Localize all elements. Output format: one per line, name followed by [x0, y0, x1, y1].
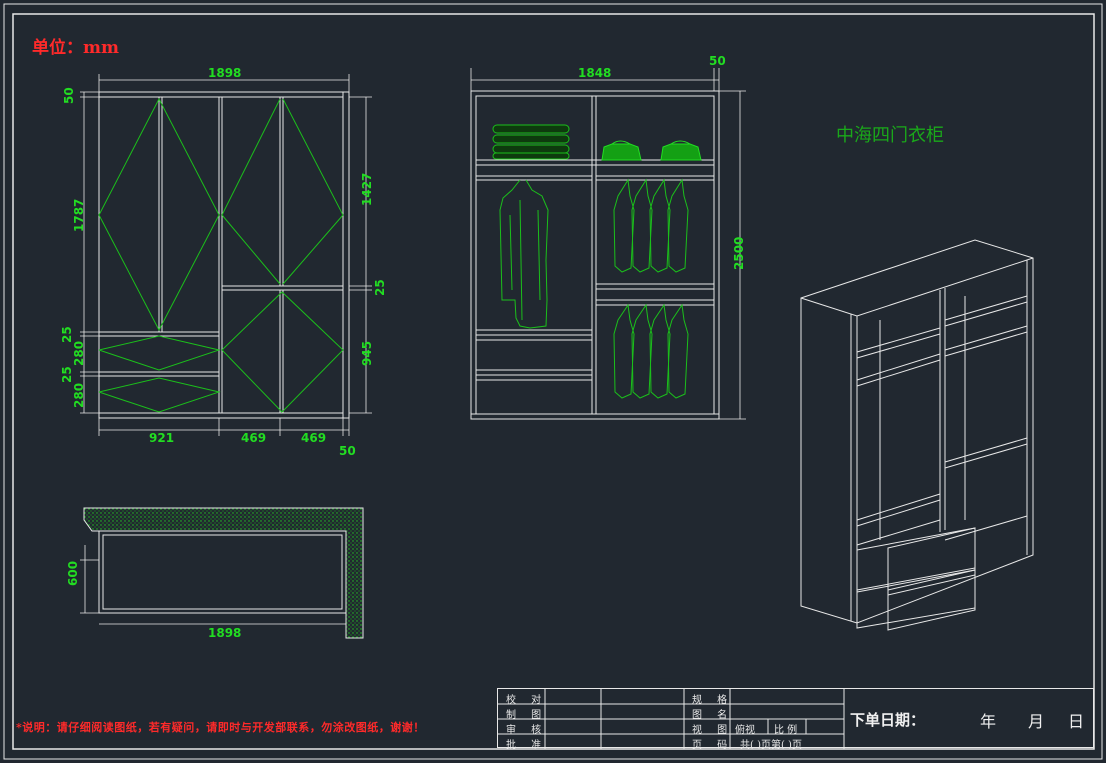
inner-border [13, 14, 1094, 749]
front-bottom-dim-1: 921 [149, 431, 175, 445]
front-bottom-dim-3: 469 [301, 431, 327, 445]
order-date-label: 下单日期： [850, 711, 926, 729]
interior-view-dimensions [471, 68, 746, 419]
drawing-title: 中海四门衣柜 [836, 125, 944, 146]
label-review: 审 核 [506, 725, 548, 736]
front-height-left-label: 1787 [72, 198, 86, 232]
jackets-upper-icon [614, 180, 688, 272]
page-text: 共( )页第( )页 [740, 740, 802, 751]
hanging-rods [476, 180, 714, 305]
label-approve: 批 准 [506, 740, 548, 751]
label-drawing-name: 图 名 [692, 710, 734, 721]
plan-width-label: 1898 [208, 626, 242, 640]
interior-view [471, 91, 719, 419]
front-left-dim-2: 280 [72, 340, 86, 366]
label-view: 视 图 [692, 725, 734, 736]
folded-clothes-icon [493, 125, 569, 159]
title-block-grid [498, 689, 1095, 749]
interior-top-right-label: 50 [709, 54, 726, 68]
jackets-lower-icon [614, 305, 688, 398]
front-top-label: 50 [62, 87, 76, 104]
title-block: 校 对 制 图 审 核 批 准 规 格 图 名 视 图 页 码 俯视 比 例 共… [497, 688, 1095, 751]
door-diamonds [99, 99, 343, 412]
interior-width-label: 1848 [578, 66, 612, 80]
front-height-right-bottom-label: 945 [360, 340, 374, 366]
front-view [99, 92, 349, 418]
order-day: 日 [1068, 712, 1085, 731]
order-month: 月 [1028, 712, 1045, 731]
scale-label: 比 例 [774, 725, 798, 736]
front-bottom-dim-2: 469 [241, 431, 267, 445]
interior-height-label: 2500 [732, 236, 746, 270]
front-mid-gap-label: 25 [373, 279, 387, 296]
front-width-label: 1898 [208, 66, 242, 80]
label-check: 校 对 [506, 695, 548, 706]
outer-border [4, 4, 1102, 759]
front-bottom-right-label: 50 [339, 444, 356, 458]
view-value: 俯视 [735, 725, 755, 736]
plan-depth-label: 600 [66, 560, 80, 586]
label-spec: 规 格 [692, 695, 734, 706]
drawing-note: *说明：请仔细阅读图纸，若有疑问，请即时与开发部联系，勿涂改图纸，谢谢！ [16, 721, 425, 734]
order-year: 年 [980, 712, 997, 731]
unit-label: 单位：mm [32, 38, 119, 58]
bags-icon [602, 141, 701, 160]
label-draw: 制 图 [506, 710, 548, 721]
front-left-dim-4: 280 [72, 382, 86, 408]
front-height-right-top-label: 1427 [360, 172, 374, 206]
isometric-view [801, 240, 1033, 630]
front-left-dim-3: 25 [60, 366, 74, 383]
front-view-dimensions [80, 74, 372, 436]
label-page: 页 码 [692, 740, 734, 751]
plan-view [80, 508, 363, 638]
coat-icon [500, 180, 548, 328]
